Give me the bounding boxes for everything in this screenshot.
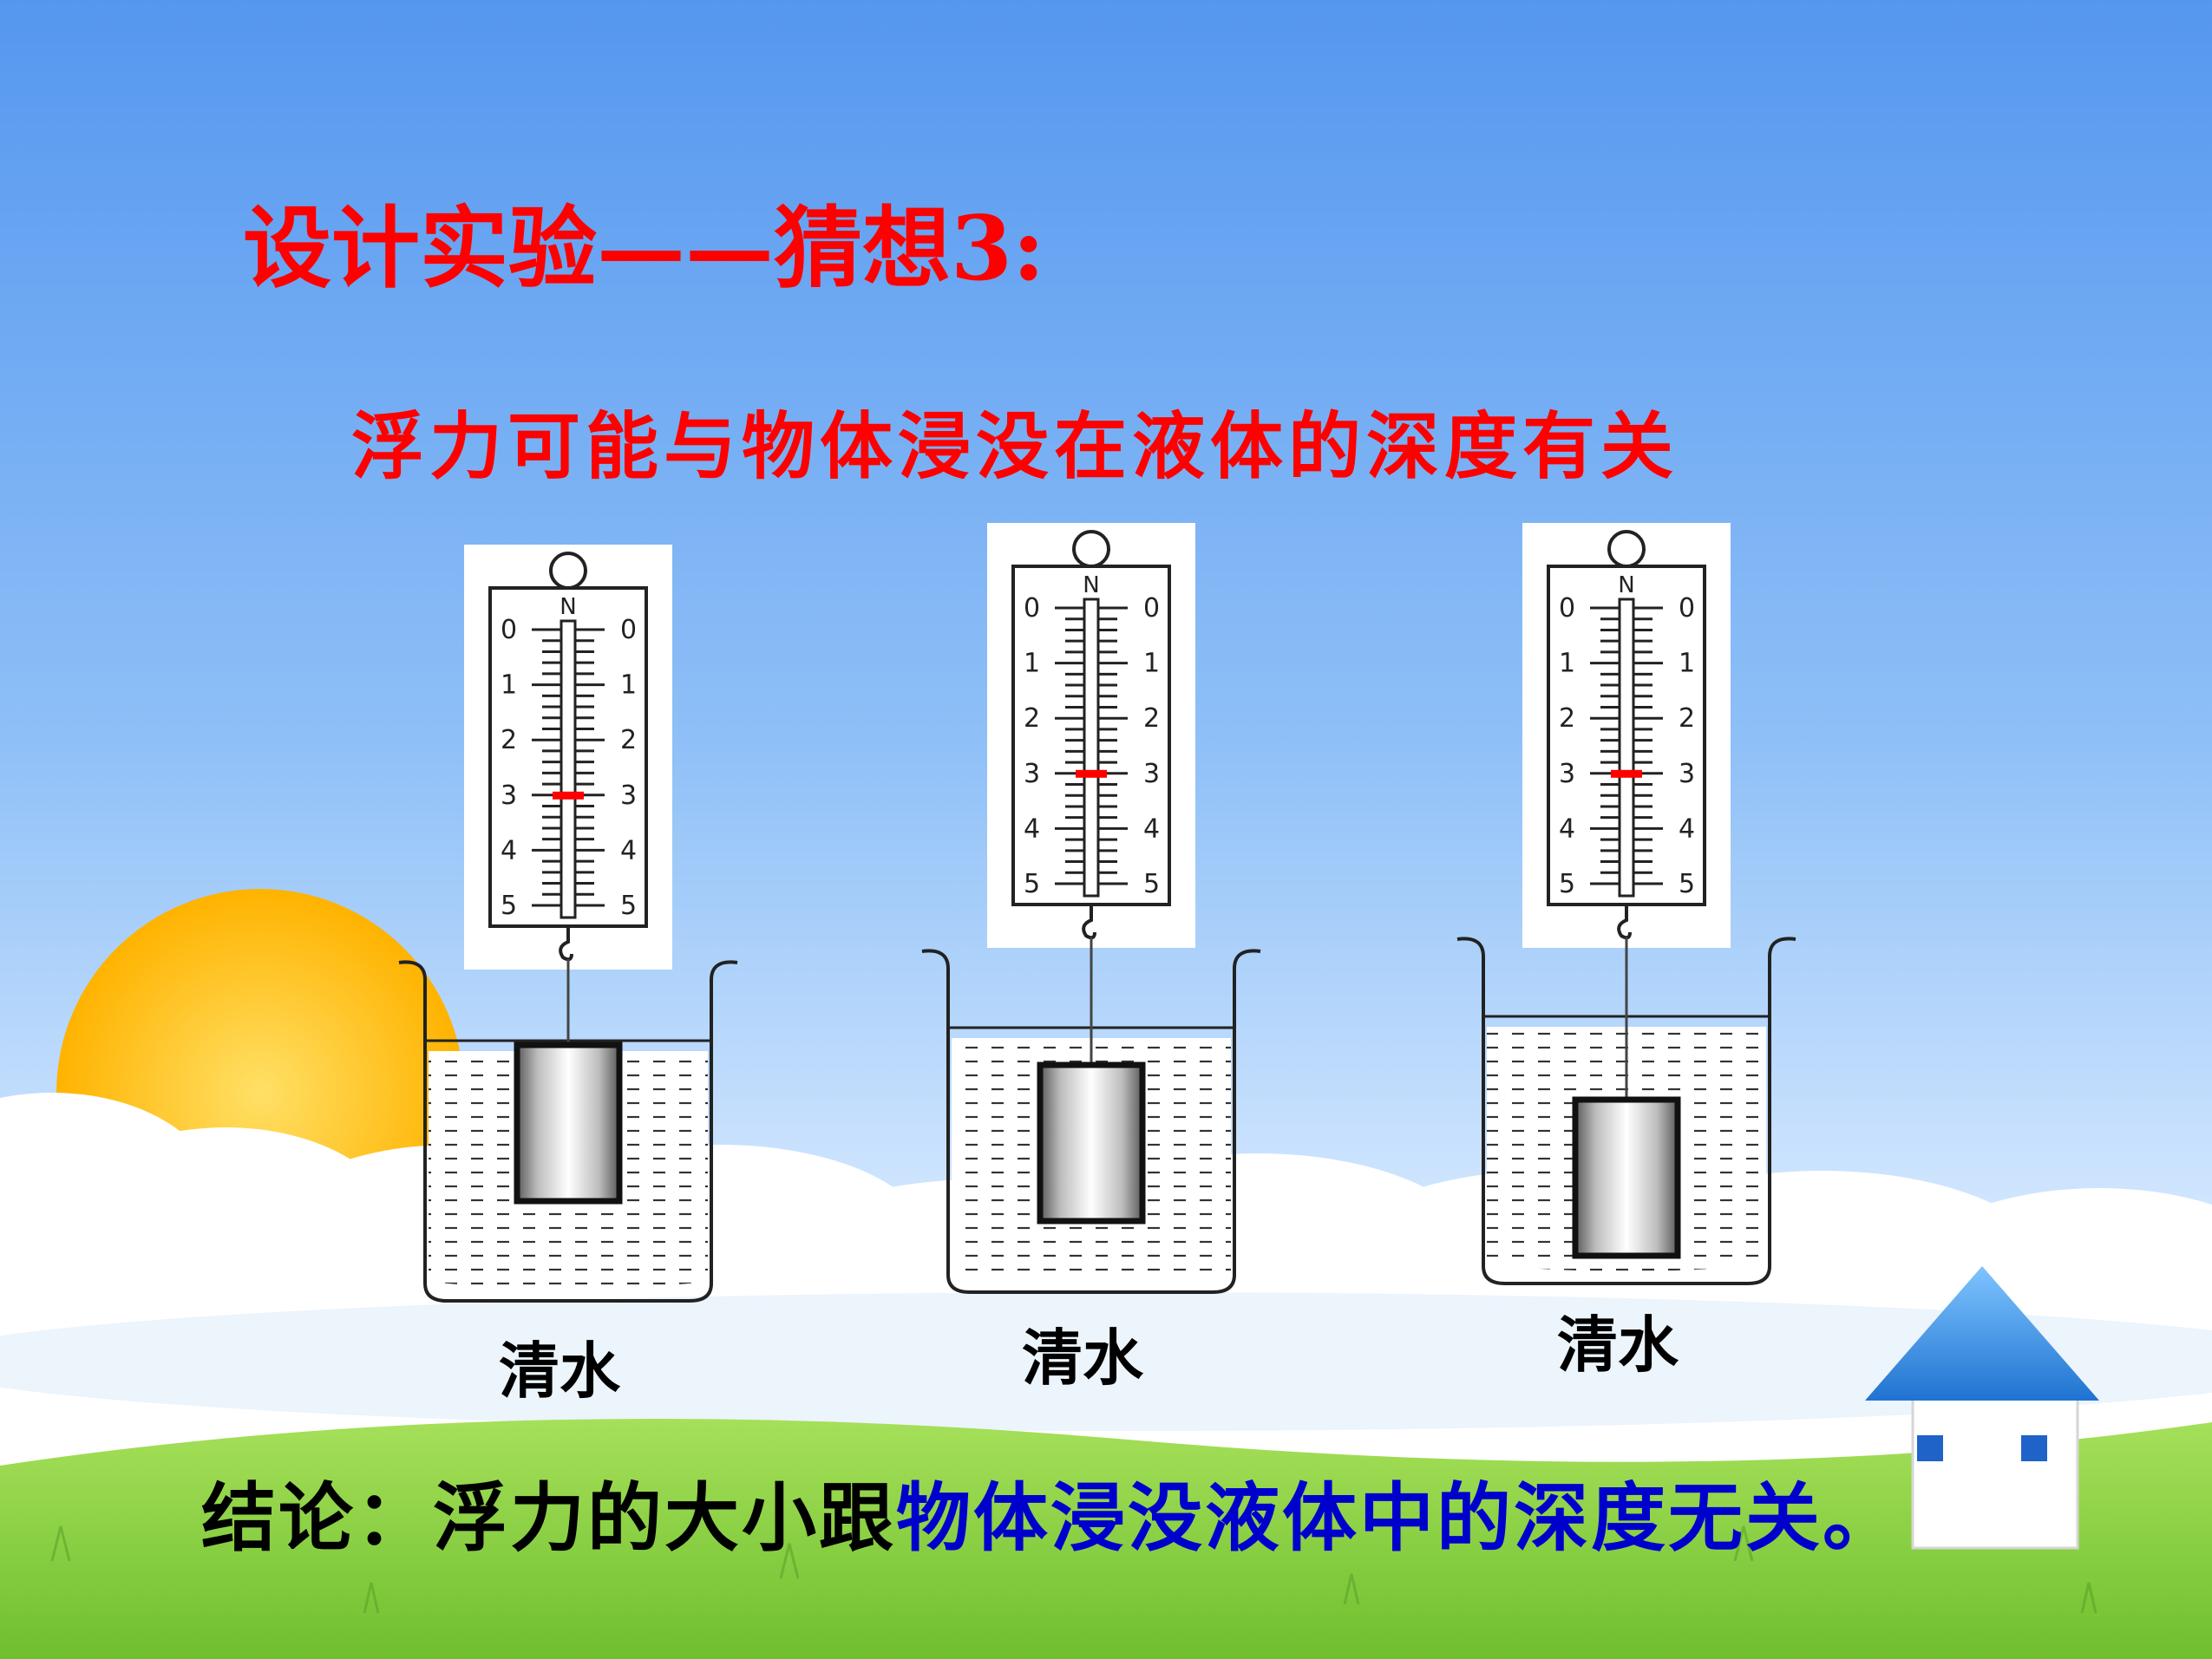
scale-number: 4 <box>501 835 517 865</box>
scale-number: 5 <box>501 891 517 921</box>
conclusion-highlight: 物体浸没液体中的深度无关。 <box>896 1474 1900 1562</box>
scale-track <box>560 619 577 919</box>
setup-1: N 0 0 1 1 2 2 3 3 4 4 5 5 <box>398 545 738 1303</box>
scale-number: 1 <box>1024 649 1040 679</box>
scale-number: 1 <box>1143 649 1160 679</box>
scale-number: 3 <box>1559 759 1575 789</box>
scale-number: 2 <box>1143 703 1160 734</box>
hypothesis-text: 浮力可能与物体浸没在液体的深度有关 <box>351 403 1679 489</box>
beaker-outline <box>398 960 738 1303</box>
scale-number: 5 <box>1143 869 1160 899</box>
scale-number: 0 <box>1559 593 1575 624</box>
scale-number: 0 <box>501 615 517 645</box>
scale-ring <box>1072 530 1110 568</box>
scale-number: 1 <box>501 670 517 701</box>
scale-track <box>1083 598 1100 898</box>
scale-number: 5 <box>620 891 637 921</box>
liquid-label: 清水 <box>1022 1322 1143 1394</box>
scale-number: 4 <box>1559 813 1575 844</box>
scale-number: 0 <box>1143 593 1160 624</box>
scale-number: 4 <box>1679 813 1695 844</box>
scale-number: 1 <box>1679 649 1695 679</box>
conclusion-text: 结论：浮力的大小跟物体浸没液体中的深度无关。 <box>201 1457 1900 1565</box>
scale-number: 0 <box>1024 593 1040 624</box>
scale-number: 3 <box>501 781 517 811</box>
scale-number: 1 <box>1559 649 1575 679</box>
scale-number: 2 <box>1679 703 1695 734</box>
setup-2: N 0 0 1 1 2 2 3 3 4 4 5 5 <box>921 523 1261 1294</box>
experiment-setups: N 0 0 1 1 2 2 3 3 4 4 5 5 N 0 0 1 1 2 2 3 3 4 4 5 5 N 0 0 1 1 2 2 3 3 4 4 5 5 <box>398 523 1796 1303</box>
house-icon[interactable] <box>1865 1266 2099 1550</box>
scale-pointer <box>553 791 584 800</box>
scale-number: 2 <box>620 725 637 755</box>
scale-number: 3 <box>1024 759 1040 789</box>
conclusion-prefix: 结论：浮力的大小跟 <box>201 1474 896 1562</box>
liquid-label: 清水 <box>499 1335 620 1407</box>
scale-pointer <box>1076 769 1107 778</box>
scale-unit-label: N <box>1618 572 1634 598</box>
metal-cylinder <box>1572 1096 1681 1259</box>
scale-number: 5 <box>1679 869 1695 899</box>
scale-number: 4 <box>620 835 637 865</box>
scale-ring <box>549 552 587 590</box>
beaker-outline <box>921 949 1261 1294</box>
scale-number: 5 <box>1024 869 1040 899</box>
scale-number: 4 <box>1024 813 1040 844</box>
scale-ring <box>1607 530 1646 568</box>
scale-number: 2 <box>1559 703 1575 734</box>
spring-scale: N 0 0 1 1 2 2 3 3 4 4 5 5 <box>1522 523 1731 948</box>
scale-hook <box>1617 905 1632 940</box>
scale-hook <box>559 926 573 962</box>
scale-number: 0 <box>1679 593 1695 624</box>
grass <box>0 1419 2212 1659</box>
metal-cylinder <box>1037 1061 1146 1225</box>
beaker-outline <box>1456 937 1796 1285</box>
scale-pointer <box>1611 769 1642 778</box>
scale-unit-label: N <box>560 594 576 620</box>
scale-number: 2 <box>1024 703 1040 734</box>
spring-scale: N 0 0 1 1 2 2 3 3 4 4 5 5 <box>464 545 672 970</box>
setup-3: N 0 0 1 1 2 2 3 3 4 4 5 5 <box>1456 523 1796 1285</box>
scale-number: 3 <box>620 781 637 811</box>
scale-number: 5 <box>1559 869 1575 899</box>
metal-cylinder <box>514 1042 623 1205</box>
scale-number: 0 <box>620 615 637 645</box>
scale-hook <box>1082 905 1096 940</box>
scale-number: 3 <box>1143 759 1160 789</box>
scale-unit-label: N <box>1083 572 1099 598</box>
scale-number: 3 <box>1679 759 1695 789</box>
liquid-label: 清水 <box>1557 1309 1679 1381</box>
scale-track <box>1618 598 1635 898</box>
spring-scale: N 0 0 1 1 2 2 3 3 4 4 5 5 <box>987 523 1195 948</box>
scale-number: 4 <box>1143 813 1160 844</box>
slide-title: 设计实验——猜想3: <box>243 197 1045 301</box>
scale-number: 2 <box>501 725 517 755</box>
scale-number: 1 <box>620 670 637 701</box>
